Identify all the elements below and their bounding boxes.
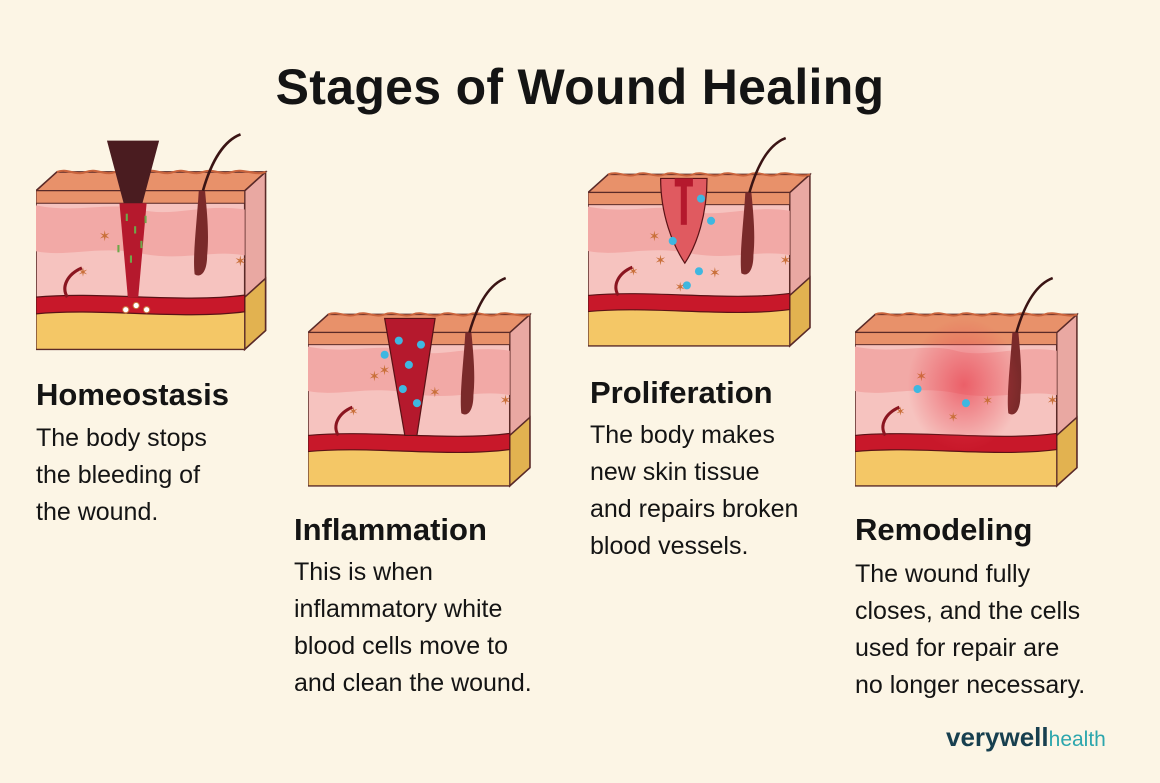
description-line: The wound fully bbox=[855, 560, 1031, 588]
description-line: The body makes bbox=[590, 421, 775, 449]
svg-text:✶: ✶ bbox=[379, 362, 391, 378]
stage-description: The body makes new skin tissue and repai… bbox=[590, 417, 798, 565]
stage-description: The wound fully closes, and the cells us… bbox=[855, 556, 1085, 704]
stage-title: Inflammation bbox=[294, 512, 487, 547]
svg-text:✶: ✶ bbox=[655, 252, 667, 268]
description-line: blood vessels. bbox=[590, 532, 749, 560]
svg-text:✶: ✶ bbox=[675, 279, 686, 294]
description-line: closes, and the cells bbox=[855, 597, 1081, 625]
description-line: the wound. bbox=[36, 498, 159, 526]
description-line: new skin tissue bbox=[590, 458, 760, 486]
page-title: Stages of Wound Healing bbox=[275, 59, 885, 115]
brand-name-part2: health bbox=[1048, 728, 1106, 751]
stage-title: Proliferation bbox=[590, 375, 773, 410]
description-line: and clean the wound. bbox=[294, 669, 532, 697]
description-line: and repairs broken bbox=[590, 495, 799, 523]
description-line: inflammatory white bbox=[294, 595, 503, 623]
stage-title: Homeostasis bbox=[36, 377, 229, 412]
skin-cross-section-closed-illustration: ✶ ✶ bbox=[855, 276, 1079, 488]
description-line: This is when bbox=[294, 558, 433, 586]
description-line: used for repair are bbox=[855, 634, 1060, 662]
stage-description: This is when inflammatory white blood ce… bbox=[294, 554, 532, 702]
skin-cross-section-new-tissue-illustration: ✶ ✶ ✶ bbox=[588, 136, 812, 348]
skin-cross-section-inflamed-illustration: ✶ ✶ bbox=[308, 276, 532, 488]
stage-title: Remodeling bbox=[855, 512, 1033, 547]
brand-name-part1: verywell bbox=[946, 722, 1049, 752]
description-line: the bleeding of bbox=[36, 461, 201, 489]
svg-text:✶: ✶ bbox=[709, 264, 721, 280]
description-line: blood cells move to bbox=[294, 632, 509, 660]
skin-cross-section-bleeding-illustration bbox=[36, 132, 268, 351]
svg-text:✶: ✶ bbox=[429, 384, 441, 400]
brand-logo: verywellhealth bbox=[946, 722, 1106, 753]
svg-text:✶: ✶ bbox=[982, 393, 993, 408]
stage-description: The body stops the bleeding of the wound… bbox=[36, 420, 207, 531]
svg-text:✶: ✶ bbox=[948, 409, 959, 424]
description-line: The body stops bbox=[36, 424, 207, 452]
description-line: no longer necessary. bbox=[855, 671, 1086, 699]
